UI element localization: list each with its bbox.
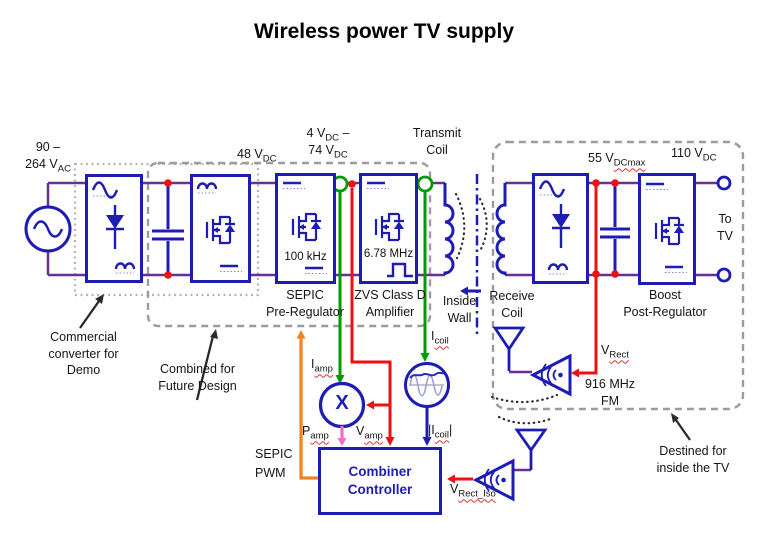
inside-wall-line [460,174,481,336]
dc-icon [646,182,668,190]
label-v-rect: VRect [601,343,629,361]
sine-icon [538,180,566,198]
scope-circle [404,362,450,408]
i-coil-line [420,191,430,362]
label-4-74vdc: 4 VDC –74 VDC [306,126,350,160]
label-ac-input-range: 90 –264 VAC [25,140,71,174]
rf-transmit-amp [529,353,572,397]
label-i-amp: Iamp [311,357,333,375]
pulse-icon [387,262,413,278]
label-55vdcmax: 55 VDCmax [588,151,646,169]
block-rx-rectifier [532,173,589,284]
ac-source [24,205,72,253]
sepic-pwm-line [296,330,318,480]
diode-icon [106,205,124,249]
dc-icon [283,181,305,189]
sine-icon [91,181,119,199]
label-i-coil: Icoil [431,329,449,347]
receive-coil [495,183,507,275]
block-zvs-class-d-amplifier: 6.78 MHz [359,173,418,284]
abs-i-coil-line [422,406,432,446]
label-p-amp: Pamp [302,424,329,442]
multiplier-x-label: X [335,392,349,414]
mosfet-icon [291,212,321,242]
future-design-dashed-box [146,161,432,328]
block-sepic-pre-regulator: 100 kHz [275,173,336,284]
dc-icon [665,265,687,273]
label-abs-i-coil: |Icoil| [428,423,453,441]
dc-icon [367,181,389,189]
bulk-capacitor [152,185,184,273]
sepic-frequency: 100 kHz [284,251,327,263]
label-v-rect-iso: VRect_Iso [450,482,496,500]
mosfet-icon [374,212,404,242]
page-title: Wireless power TV supply [253,20,515,43]
block-ac-rectifier [85,174,143,283]
block-boost-post-regulator [638,173,696,285]
v-amp-line [350,188,395,446]
ripple-icon [196,182,218,194]
p-amp-line [337,426,347,446]
transmit-coil [443,183,455,275]
mosfet-icon [654,216,684,246]
rf-transmit-antenna [492,326,526,371]
output-capacitor [600,185,630,273]
node-dots [164,179,619,279]
dc-icon [220,264,242,272]
v-rect-line [571,186,598,378]
annotation-arrowheads [95,294,679,423]
rf-link-arcs [490,393,559,425]
dc-icon [305,266,327,274]
zvs-frequency: 6.78 MHz [363,248,414,260]
output-terminals [716,175,732,283]
label-v-amp: Vamp [356,424,383,442]
rf-receive-amp [472,458,515,502]
commercial-converter-dotted-box [73,162,260,297]
diode-icon [552,204,570,248]
label-110vdc: 110 VDC [671,146,717,164]
rf-receive-antenna [514,428,548,470]
ripple-icon [547,263,569,275]
coil-coupling-arcs [454,192,488,260]
mosfet-icon [205,215,235,245]
i-amp-line [335,191,345,384]
inside-tv-dashed-box [491,140,745,411]
v-rect-iso-line [447,474,473,484]
ripple-icon [114,262,136,274]
block-pfc-converter [190,174,251,283]
annotation-arrows [79,300,691,441]
label-48vdc: 48 VDC [237,147,277,165]
